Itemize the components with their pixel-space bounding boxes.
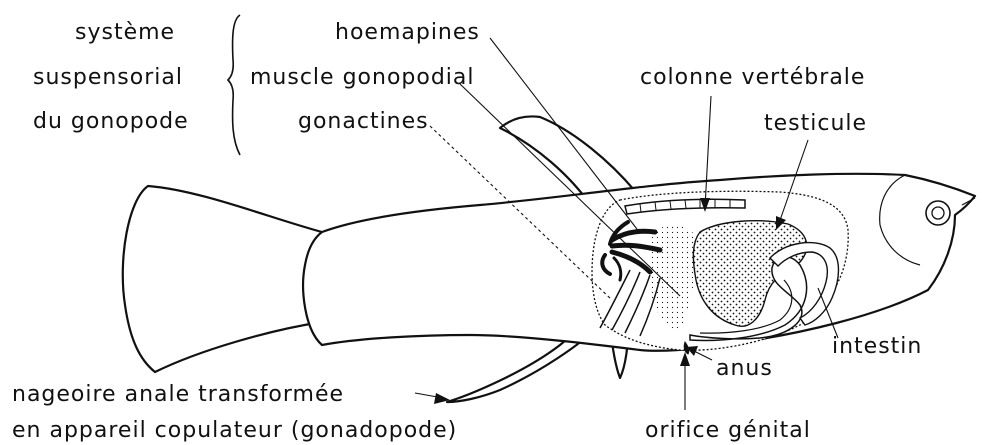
label-testicule: testicule <box>764 111 867 136</box>
eye-icon <box>926 201 950 225</box>
label-systeme-line1: système <box>75 20 175 45</box>
label-anus: anus <box>716 356 773 381</box>
label-hoemapines: hoemapines <box>335 20 480 45</box>
label-muscle-gonopodial: muscle gonopodial <box>250 65 475 90</box>
system-bracket <box>228 15 240 155</box>
label-colonne-vertebrale: colonne vertébrale <box>640 65 865 90</box>
caudal-fin <box>123 186 322 372</box>
label-orifice-genital: orifice génital <box>645 418 811 443</box>
label-intestin: intestin <box>832 334 922 359</box>
label-gonactines: gonactines <box>298 109 429 134</box>
label-systeme-line2: suspensorial <box>33 65 183 90</box>
label-nageoire-line2: en appareil copulateur (gonadopode) <box>12 418 457 443</box>
label-nageoire-line1: nageoire anale transformée <box>12 382 344 407</box>
label-systeme-line3: du gonopode <box>33 109 189 134</box>
